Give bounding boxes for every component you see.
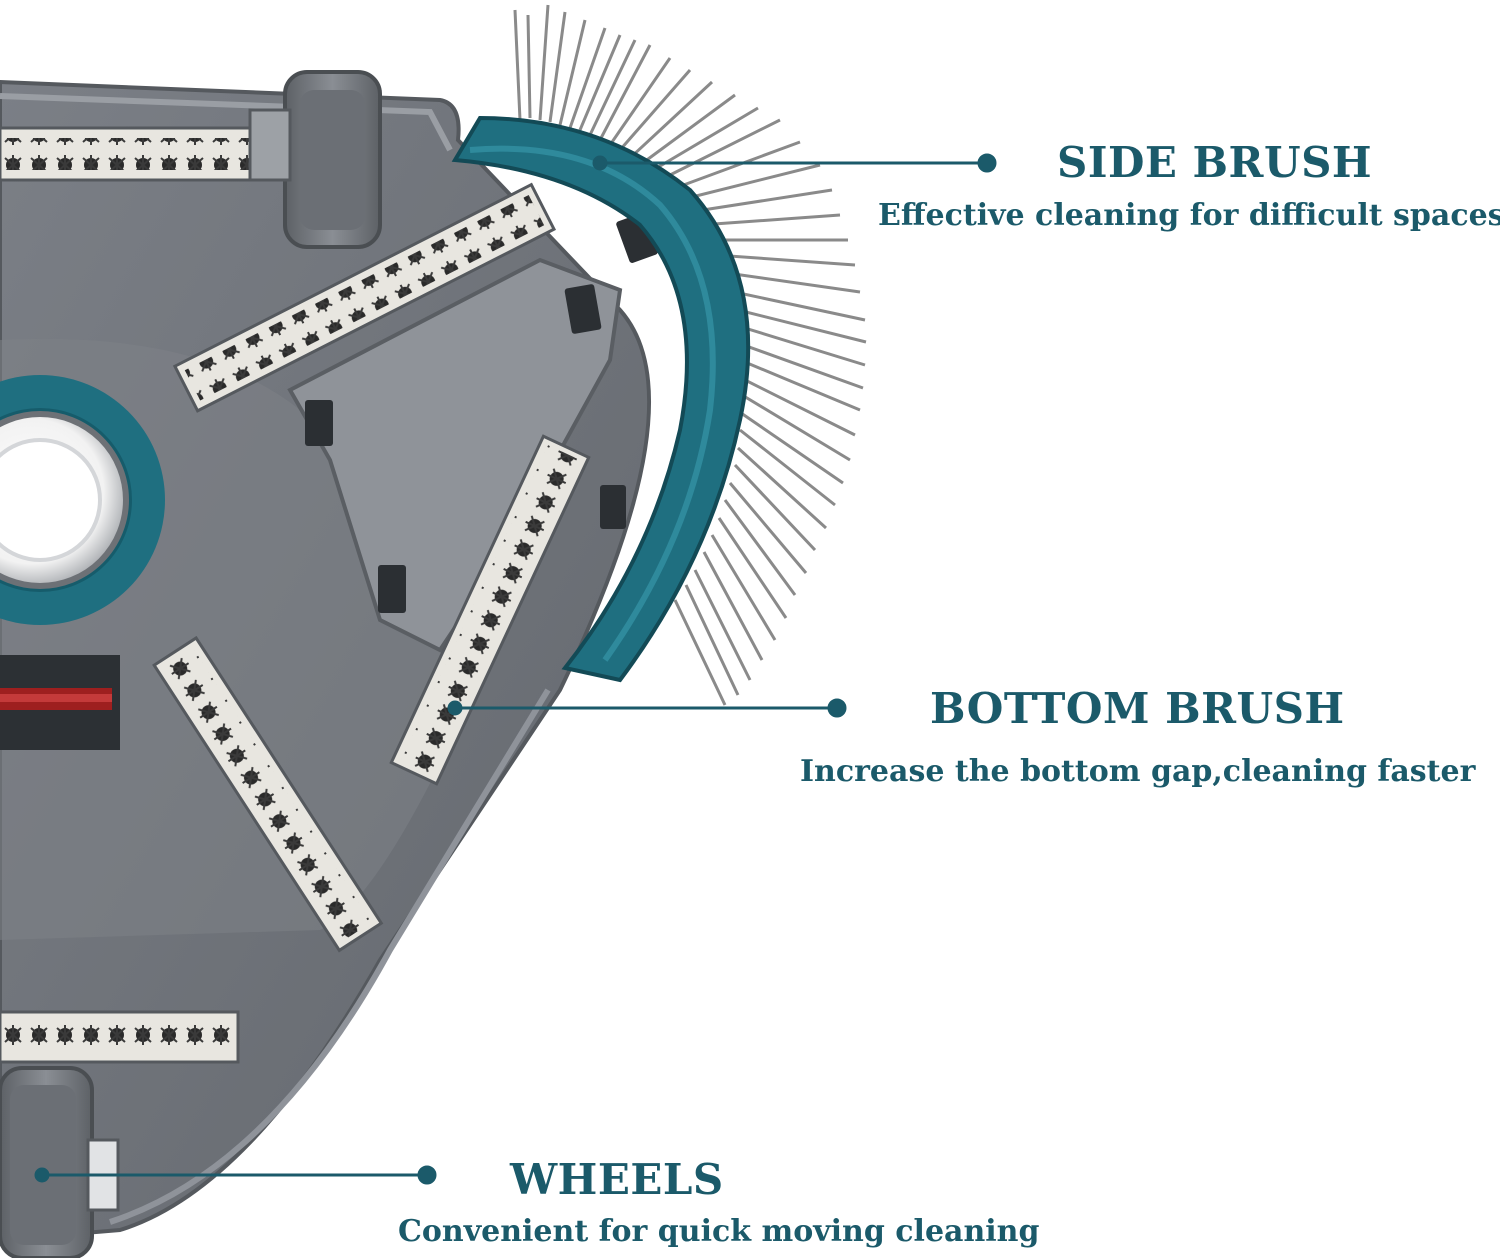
side-brush-title: SIDE BRUSH [1057, 138, 1373, 187]
top-brush-strip [0, 126, 262, 182]
side-brush-description: Effective cleaning for difficult spaces [878, 198, 1500, 233]
suction-port [0, 375, 165, 625]
bottom-brush-strip-lower [0, 1010, 240, 1064]
center-plate [287, 213, 658, 653]
hose-slot [0, 655, 120, 750]
bottom-brush-description: Increase the bottom gap,cleaning faster [800, 754, 1476, 789]
wheels-title: WHEELS [510, 1155, 724, 1204]
callout-leaders [34, 153, 997, 1185]
bottom-brush-strip-right [389, 434, 591, 786]
bottom-brush-strip-left [152, 635, 384, 953]
bottom-brush-title: BOTTOM BRUSH [930, 684, 1345, 733]
wheels-description: Convenient for quick moving cleaning [398, 1214, 1040, 1249]
top-wheel [248, 70, 382, 249]
side-brush-bristles [513, 4, 867, 706]
bottom-brush-strip-upper [172, 182, 557, 413]
side-brush-housing [451, 115, 751, 683]
